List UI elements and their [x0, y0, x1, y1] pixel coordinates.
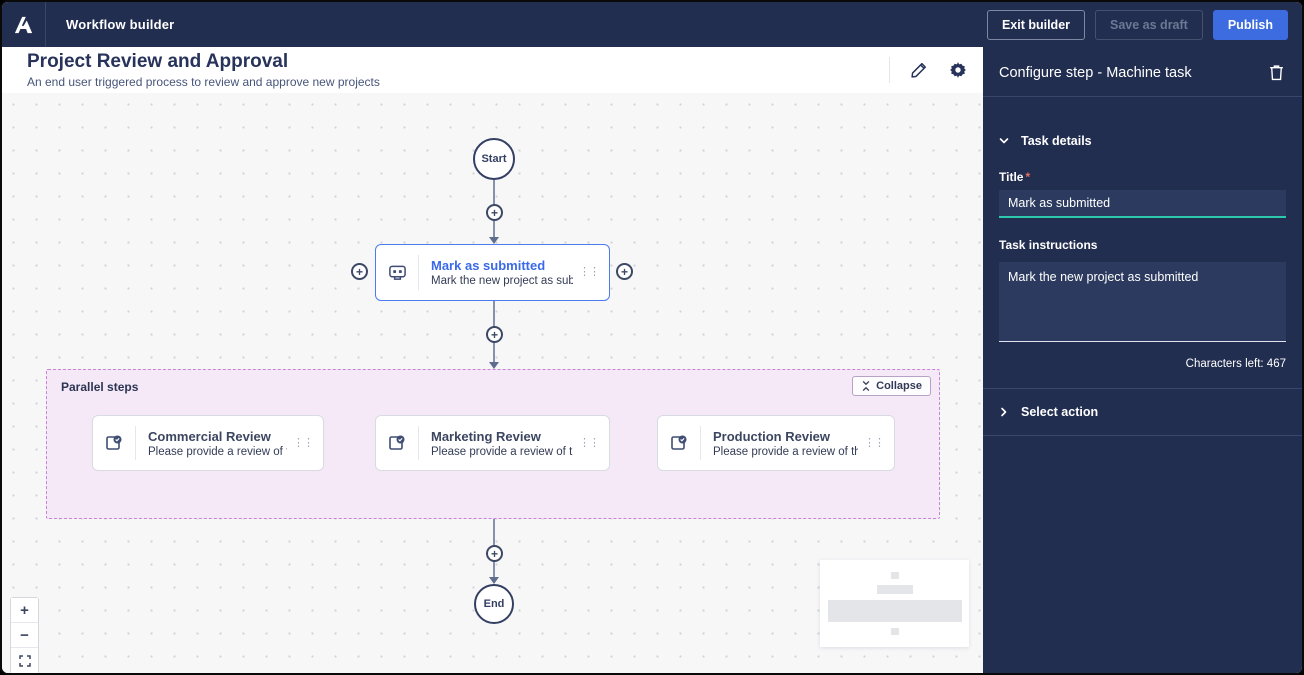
edit-workflow-button[interactable] — [908, 60, 929, 81]
section-divider — [983, 435, 1302, 436]
canvas-header: Project Review and Approval An end user … — [2, 47, 983, 93]
step-title: Marketing Review — [431, 428, 541, 444]
configure-step-panel: Configure step - Machine task Task detai… — [983, 47, 1302, 673]
arrowhead-icon — [489, 237, 499, 244]
top-bar: Workflow builder Exit builder Save as dr… — [2, 2, 1302, 47]
step-title: Commercial Review — [148, 428, 271, 444]
zoom-controls: + − — [10, 597, 39, 673]
workflow-settings-button[interactable] — [947, 59, 969, 81]
card-divider — [135, 426, 136, 460]
characters-left-counter: Characters left: 467 — [1185, 358, 1286, 370]
exit-builder-button[interactable]: Exit builder — [986, 9, 1086, 40]
arrowhead-icon — [489, 362, 499, 369]
user-task-icon — [671, 435, 687, 450]
header-divider — [889, 57, 890, 83]
workflow-canvas[interactable]: Project Review and Approval An end user … — [2, 47, 983, 673]
trash-icon — [1270, 65, 1283, 81]
arrowhead-icon — [489, 577, 499, 584]
step-description: Please provide a review of the comm... — [148, 445, 287, 458]
step-description: Mark the new project as submitted — [431, 275, 573, 287]
panel-title: Configure step - Machine task — [999, 64, 1192, 81]
section-select-action[interactable]: Select action — [983, 389, 1302, 435]
section-divider — [983, 388, 1302, 389]
app-logo[interactable] — [2, 2, 46, 47]
user-task-icon — [389, 435, 405, 450]
add-step-right-button[interactable]: + — [616, 263, 633, 280]
step-description: Please provide a review of the produ... — [713, 445, 858, 458]
instructions-field-label: Task instructions — [999, 238, 1098, 252]
zoom-in-button[interactable]: + — [11, 598, 38, 623]
topbar-actions: Exit builder Save as draft Publish — [986, 9, 1302, 40]
step-card-commercial-review[interactable]: Commercial Review Please provide a revie… — [92, 415, 324, 471]
minimap-start-shape — [890, 572, 899, 579]
drag-handle-icon[interactable]: ⋮⋮ — [579, 436, 600, 449]
pencil-icon — [911, 62, 927, 78]
collapse-button[interactable]: Collapse — [852, 376, 931, 396]
step-card-production-review[interactable]: Production Review Please provide a revie… — [657, 415, 895, 471]
minimap-parallel-shape — [827, 600, 962, 622]
card-divider — [700, 426, 701, 460]
gear-icon — [950, 62, 966, 78]
required-marker: * — [1025, 170, 1031, 184]
fullscreen-icon — [18, 654, 31, 667]
zoom-out-button[interactable]: − — [11, 623, 38, 648]
app-title: Workflow builder — [66, 17, 175, 32]
end-node[interactable]: End — [474, 584, 514, 624]
section-task-details[interactable]: Task details — [983, 119, 1302, 158]
step-card-mark-as-submitted[interactable]: Mark as submitted Mark the new project a… — [375, 244, 610, 301]
collapse-icon — [862, 381, 870, 391]
logo-icon — [14, 16, 32, 33]
chevron-down-icon — [999, 138, 1009, 144]
drag-handle-icon[interactable]: ⋮⋮ — [864, 436, 885, 449]
drag-handle-icon[interactable]: ⋮⋮ — [293, 436, 314, 449]
workflow-subtitle: An end user triggered process to review … — [27, 75, 380, 89]
card-divider — [418, 426, 419, 460]
parallel-steps-label: Parallel steps — [61, 380, 139, 394]
add-step-button[interactable]: + — [486, 326, 503, 343]
save-as-draft-button[interactable]: Save as draft — [1095, 9, 1203, 40]
title-input[interactable] — [999, 190, 1286, 218]
task-instructions-textarea[interactable]: Mark the new project as submitted — [999, 262, 1286, 342]
drag-handle-icon[interactable]: ⋮⋮ — [579, 266, 600, 278]
publish-button[interactable]: Publish — [1212, 9, 1288, 40]
section-title: Select action — [1021, 405, 1099, 419]
step-title: Production Review — [713, 428, 831, 444]
minimap-step-shape — [876, 585, 913, 594]
minimap[interactable] — [820, 560, 969, 647]
step-card-marketing-review[interactable]: Marketing Review Please provide a review… — [375, 415, 610, 471]
delete-step-button[interactable] — [1267, 62, 1286, 83]
card-divider — [418, 255, 419, 290]
panel-header: Configure step - Machine task — [983, 47, 1302, 97]
title-field-label: Title* — [999, 170, 1286, 184]
add-step-left-button[interactable]: + — [351, 263, 368, 280]
fit-view-button[interactable] — [11, 648, 38, 673]
collapse-label: Collapse — [876, 380, 922, 392]
step-description: Please provide a review of the market... — [431, 445, 573, 458]
minimap-end-shape — [890, 628, 899, 635]
add-step-button[interactable]: + — [486, 545, 503, 562]
machine-task-icon — [388, 265, 406, 280]
chevron-right-icon — [1001, 407, 1007, 417]
workflow-title: Project Review and Approval — [27, 51, 289, 72]
step-title: Mark as submitted — [431, 258, 546, 273]
section-title: Task details — [1021, 134, 1092, 148]
add-step-button[interactable]: + — [486, 204, 503, 221]
start-node[interactable]: Start — [473, 138, 515, 180]
user-task-icon — [106, 435, 122, 450]
title-label-text: Title — [999, 170, 1024, 184]
